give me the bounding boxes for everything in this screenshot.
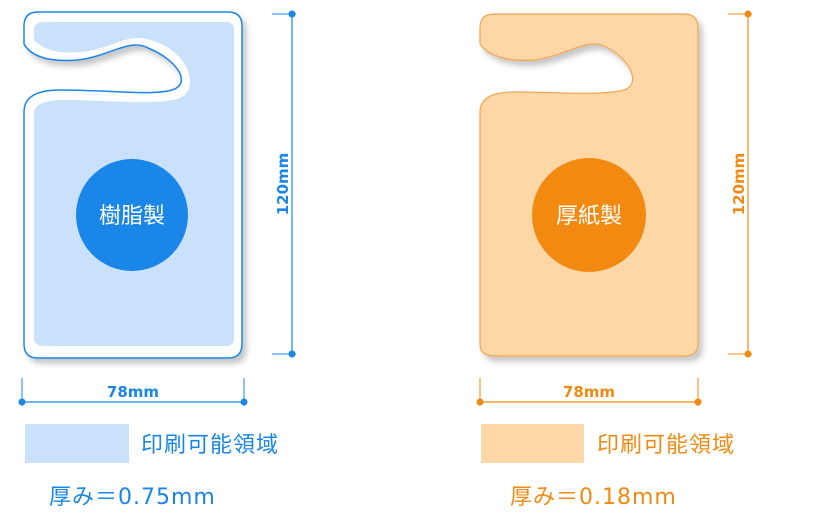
resin-badge <box>76 159 188 271</box>
resin-thickness: 厚み＝0.75mm <box>49 485 216 510</box>
paper-legend-label: 印刷可能領域 <box>597 433 736 458</box>
paper-height-dimension <box>728 10 752 358</box>
resin-height-dimension <box>272 10 296 358</box>
resin-legend-swatch <box>25 424 129 463</box>
paper-badge <box>532 158 646 272</box>
paper-badge-label: 厚紙製 <box>556 204 622 229</box>
resin-width-dimension <box>18 378 248 406</box>
resin-height-label: 120mm <box>274 153 292 216</box>
resin-badge-label: 樹脂製 <box>99 204 165 229</box>
resin-legend-label: 印刷可能領域 <box>141 433 280 458</box>
paper-width-label: 78mm <box>563 383 615 401</box>
paper-thickness: 厚み＝0.18mm <box>510 485 677 510</box>
paper-height-label: 120mm <box>730 153 748 216</box>
paper-legend-swatch <box>481 424 584 463</box>
resin-width-label: 78mm <box>107 383 159 401</box>
paper-width-dimension <box>476 378 702 406</box>
